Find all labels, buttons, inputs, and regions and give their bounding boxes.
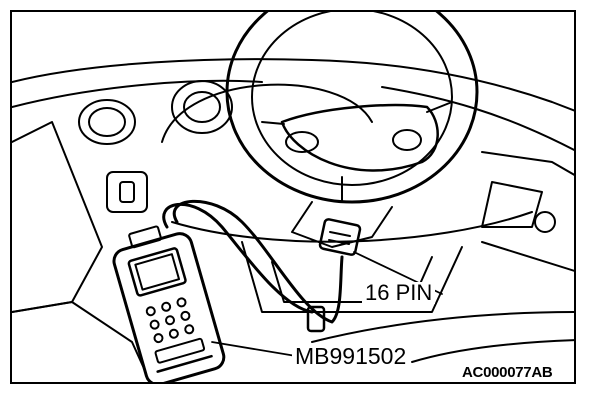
center-gauge-left — [171, 80, 233, 134]
right-dash-panel-2 — [481, 181, 543, 228]
tester-key — [153, 333, 164, 344]
connector-label: 16 PIN — [362, 282, 436, 304]
tester-screen-inner — [134, 253, 181, 291]
steering-wheel-rim-inner — [251, 12, 453, 186]
tester-cable-2 — [162, 202, 314, 314]
tester-key — [180, 310, 191, 321]
floor-line — [311, 311, 574, 343]
tester-key — [176, 297, 187, 308]
illustration-frame: 16 PIN MB991502 AC000077AB — [10, 10, 576, 384]
connector-pins — [328, 231, 351, 245]
switch-panel-button — [119, 181, 135, 203]
tester-screen — [127, 247, 187, 297]
dashboard-top-edge-3 — [381, 86, 574, 152]
tester-key — [165, 315, 176, 326]
instrument-hood — [161, 83, 373, 143]
left-air-vent-inner — [88, 107, 126, 137]
center-gauge-left-inner — [183, 91, 221, 123]
tester-cable — [173, 199, 344, 324]
steering-hub-detail-2 — [392, 129, 422, 151]
figure-code-label: AC000077AB — [459, 365, 556, 380]
lower-dash-panel — [171, 211, 533, 243]
handheld-tester — [112, 225, 226, 382]
tester-key — [168, 328, 179, 339]
tester-lower-label — [154, 337, 206, 364]
right-knob — [534, 211, 556, 233]
dashboard-top-edge-2 — [12, 79, 263, 108]
tool-part-number-label: MB991502 — [292, 345, 410, 368]
dashboard-top-edge — [12, 58, 574, 112]
tester-key — [184, 324, 195, 335]
knee-panel — [241, 241, 463, 313]
leader-line-mb991502 — [211, 341, 303, 358]
tester-key — [149, 319, 160, 330]
steering-wheel-hub — [280, 103, 439, 172]
tester-top-plug — [128, 225, 162, 249]
dashboard-line-drawing — [12, 12, 574, 382]
right-lower-trim — [481, 241, 574, 272]
tester-base — [156, 354, 213, 373]
tester-key — [161, 301, 172, 312]
adapter-plug — [306, 305, 326, 333]
knee-panel-inner — [271, 256, 433, 303]
switch-panel — [106, 171, 148, 213]
steering-column — [291, 201, 393, 248]
steering-wheel-spoke-left — [261, 121, 285, 125]
steering-wheel-spoke-right — [426, 101, 453, 113]
diagnostic-connector-16pin — [318, 218, 362, 256]
floor-line-2 — [411, 339, 574, 363]
left-air-vent — [78, 99, 136, 145]
right-dash-panel — [481, 151, 574, 176]
left-side-panel — [12, 121, 103, 313]
steering-hub-detail — [285, 131, 319, 153]
tester-key — [145, 306, 156, 317]
steering-wheel-rim-outer — [225, 12, 479, 204]
